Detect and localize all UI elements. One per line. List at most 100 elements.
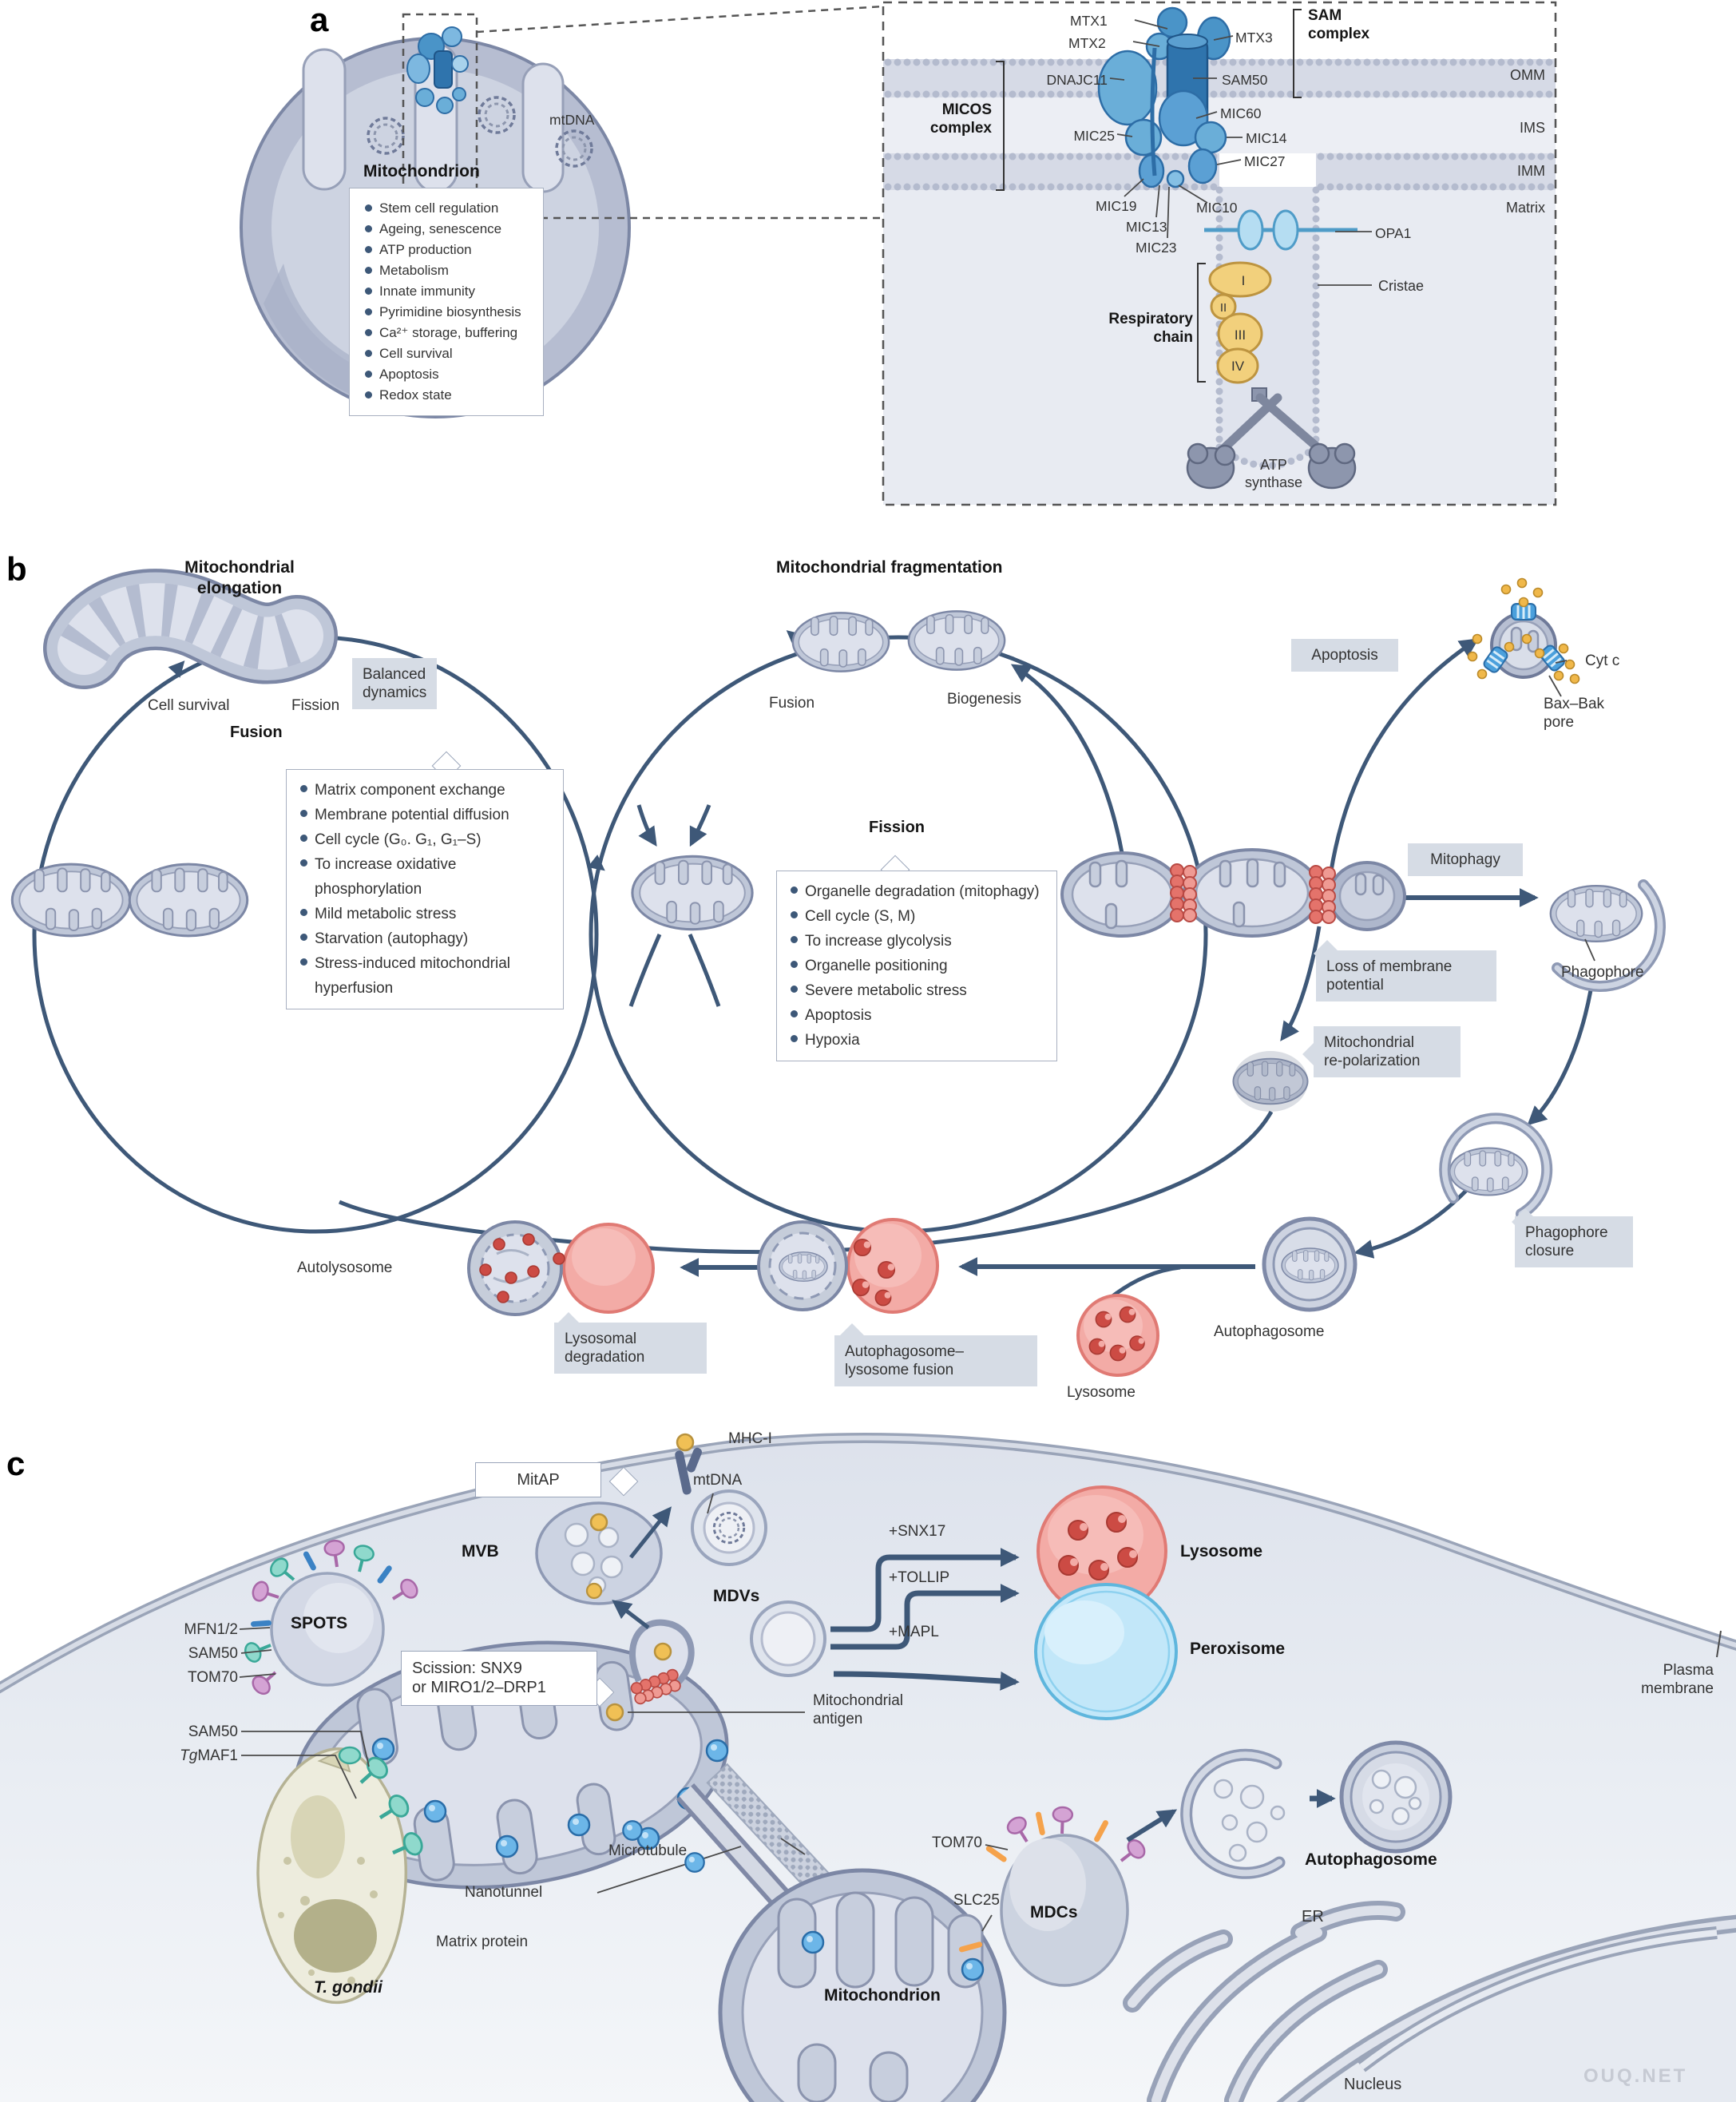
spots-glyph (239, 1537, 422, 1699)
apoptosis-arrow (1323, 638, 1480, 919)
panel-a-letter: a (310, 1, 329, 38)
tom70-mdc-label: TOM70 (931, 1834, 982, 1851)
scission-bud (605, 1619, 805, 1722)
list-item: Starvation (autophagy) (296, 926, 553, 951)
autolysosome-label: Autolysosome (297, 1259, 393, 1276)
imm-label: IMM (1517, 163, 1545, 179)
mtx2-label: MTX2 (1068, 35, 1106, 51)
panel-b-art (10, 577, 1666, 1377)
mdvs-label: MDVs (713, 1587, 760, 1605)
autophagosome-lysosome-fusion-box: Autophagosome– lysosome fusion (834, 1335, 1037, 1387)
apoptosis-box: Apoptosis (1291, 639, 1398, 672)
mdc-arrow (1126, 1809, 1178, 1842)
fission-arrowhead (587, 855, 605, 871)
list-item: Organelle degradation (mitophagy) (787, 879, 1047, 904)
omm-label: OMM (1510, 67, 1545, 83)
lysosome-c-label: Lysosome (1180, 1542, 1263, 1561)
tgmaf1-tg: Tg (180, 1747, 198, 1764)
tom70-spots-label: TOM70 (187, 1669, 238, 1686)
autophagosome-lysosome-fusion-glyph (757, 1218, 939, 1314)
nucleus-glyph (1276, 1914, 1736, 2102)
mitochondrion-c-label: Mitochondrion (824, 1986, 941, 2005)
list-item: To increase glycolysis (787, 929, 1047, 954)
t-gondii-label: T. gondii (314, 1978, 382, 1997)
snx17-arrow (830, 1548, 1020, 1632)
round-mitochondrion (718, 1868, 1007, 2102)
respiratory-chain-label: Respiratory chain (1108, 311, 1193, 347)
bax-bak-pore-label: Bax–Bak pore (1544, 696, 1605, 732)
autophagosome-b-label: Autophagosome (1214, 1323, 1325, 1340)
panel-a-art: I II III IV (240, 1, 1557, 506)
apoptotic-mitochondrion (1467, 577, 1580, 697)
fission-bold-label: Fission (869, 819, 925, 836)
mhc1-label: MHC-I (728, 1430, 772, 1447)
tollip-arrow (830, 1584, 1020, 1650)
peroxisome-glyph (1034, 1583, 1178, 1720)
complex-iv-label: IV (1231, 359, 1245, 374)
sam-complex-label: SAM complex (1308, 7, 1370, 43)
lysosome-b (1076, 1294, 1159, 1377)
mtx3-label: MTX3 (1235, 30, 1273, 46)
panel-c-art (0, 1433, 1736, 2102)
autolysosome-glyph (467, 1220, 655, 1316)
t-gondii-glyph (241, 1731, 425, 2005)
list-item: Cell survival (361, 343, 532, 364)
elongation-title: Mitochondrial elongation (184, 558, 295, 597)
panel-b-letter: b (6, 550, 27, 588)
mito-functions-list: Stem cell regulation Ageing, senescence … (350, 188, 543, 415)
fusion-points-list: Matrix component exchange Membrane poten… (287, 770, 563, 1009)
tgmaf1-maf: MAF1 (197, 1747, 238, 1764)
tollip-label: +TOLLIP (889, 1569, 950, 1586)
mvb-to-mhc-arrow (629, 1506, 672, 1559)
er-label: ER (1302, 1908, 1324, 1926)
lysosomal-degradation-box: Lysosomal degradation (554, 1323, 707, 1374)
watermark: OUQ.NET (1583, 2065, 1688, 2087)
list-item: Apoptosis (361, 364, 532, 385)
list-item: Innate immunity (361, 281, 532, 302)
mapl-label: +MAPL (889, 1624, 939, 1640)
mic14-label: MIC14 (1246, 130, 1287, 146)
opa1-label: OPA1 (1375, 225, 1412, 241)
mapl-arrow (833, 1671, 1020, 1691)
repolarization-box: Mitochondrial re-polarization (1314, 1026, 1461, 1078)
mic10-label: MIC10 (1196, 200, 1238, 216)
fission-points-list: Organelle degradation (mitophagy) Cell c… (777, 871, 1056, 1061)
opa1-glyph (1204, 209, 1357, 251)
matrix-protein-label: Matrix protein (436, 1933, 529, 1950)
mdcs-glyph (958, 1807, 1150, 1987)
fusion-bold-label: Fusion (230, 724, 283, 741)
scission-box: Scission: SNX9 or MIRO1/2–DRP1 (401, 1651, 597, 1706)
biogenesis-label: Biogenesis (947, 691, 1021, 708)
list-item: Pyrimidine biosynthesis (361, 302, 532, 323)
fusion-plain-label: Fusion (769, 695, 815, 712)
phagophore-closure-glyph (1439, 1112, 1553, 1220)
plasma-membrane-label: Plasma membrane (1641, 1662, 1714, 1698)
lysosome-b-label: Lysosome (1067, 1384, 1136, 1401)
complex-i-label: I (1242, 273, 1246, 288)
mito-functions-box: Stem cell regulation Ageing, senescence … (349, 188, 544, 416)
mtdna-mdv-glyph (691, 1489, 767, 1566)
phagophore-label: Phagophore (1561, 964, 1644, 981)
mvb-label: MVB (462, 1542, 499, 1561)
fragmented-mito-1 (791, 611, 890, 673)
list-item: Organelle positioning (787, 954, 1047, 978)
mvb-glyph (535, 1501, 663, 1605)
loss-potential-arrow (1280, 926, 1322, 1041)
autophagosome-c-glyph (1339, 1740, 1453, 1854)
microtubule-label: Microtubule (608, 1842, 688, 1859)
spots-label: SPOTS (291, 1614, 348, 1632)
cyt-c-label: Cyt c (1585, 652, 1620, 669)
cell-survival-label: Cell survival (148, 697, 230, 714)
central-mitochondrion (632, 856, 752, 929)
list-item: Severe metabolic stress (787, 978, 1047, 1003)
peroxisome-label: Peroxisome (1190, 1640, 1286, 1658)
atp-synthase-glyph (1186, 387, 1357, 490)
list-item: Ageing, senescence (361, 219, 532, 240)
complex-ii-label: II (1220, 301, 1227, 315)
dnajc11-label: DNAJC11 (1046, 72, 1108, 88)
elongated-mitochondrion (84, 609, 297, 648)
cell-survival-arrowhead (168, 660, 185, 678)
list-item: Membrane potential diffusion (296, 803, 553, 827)
mtdna-a-label: mtDNA (549, 112, 595, 128)
